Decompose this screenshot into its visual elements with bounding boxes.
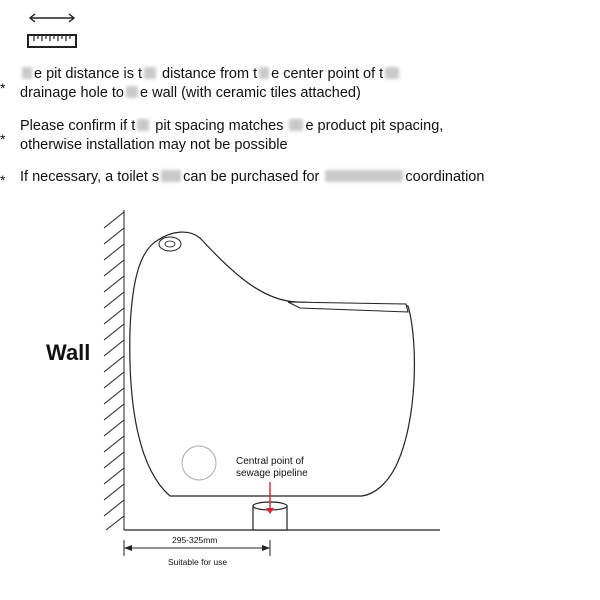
toilet-installation-diagram bbox=[103, 210, 440, 556]
note-text: e wall (with ceramic tiles attached) bbox=[140, 85, 361, 101]
side-cover-circle bbox=[181, 445, 217, 481]
bullet: * bbox=[0, 80, 6, 96]
note-text: e product pit spacing, bbox=[305, 118, 444, 134]
bullet: * bbox=[0, 131, 6, 147]
note-text: e pit distance is t bbox=[34, 66, 142, 82]
pipeline-label: Central point of sewage pipeline bbox=[236, 456, 308, 480]
wall-label: Wall bbox=[46, 340, 91, 365]
redacted-text bbox=[325, 170, 404, 182]
note-text: can be purchased for bbox=[183, 169, 320, 185]
note-text: distance from t bbox=[162, 66, 258, 82]
note-text: otherwise installation may not be possib… bbox=[20, 137, 288, 153]
redacted-text bbox=[161, 170, 182, 182]
note-text: drainage hole to bbox=[20, 85, 124, 101]
pipeline-label-line-1: Central point of bbox=[236, 456, 304, 467]
redacted-text bbox=[289, 119, 304, 131]
note-text: Please confirm if t bbox=[20, 118, 136, 134]
pipeline-label-line-2: sewage pipeline bbox=[236, 468, 308, 479]
dimension-label: 295-325mm bbox=[172, 535, 218, 545]
ruler-arrow-icon bbox=[27, 13, 77, 48]
toilet-outline bbox=[129, 231, 416, 497]
note-text: e center point of t bbox=[271, 66, 384, 82]
note-text: If necessary, a toilet s bbox=[20, 169, 160, 185]
dimension-arrow-left bbox=[124, 545, 132, 551]
note-text: coordination bbox=[405, 169, 485, 185]
redacted-text bbox=[385, 67, 400, 79]
redacted-text bbox=[126, 86, 138, 98]
redacted-text bbox=[137, 119, 150, 131]
redacted-text bbox=[259, 67, 270, 79]
wall-hatch bbox=[103, 210, 125, 531]
bullet: * bbox=[0, 172, 6, 188]
control-button-inner bbox=[164, 240, 176, 248]
redacted-text bbox=[144, 67, 156, 79]
pipeline-pointer-head bbox=[266, 508, 274, 514]
note-text: pit spacing matches bbox=[155, 118, 284, 134]
dimension-arrow-right bbox=[262, 545, 270, 551]
suitable-label: Suitable for use bbox=[168, 557, 228, 567]
control-button-icon bbox=[158, 236, 182, 252]
redacted-text bbox=[22, 67, 32, 79]
toilet-lid bbox=[287, 301, 409, 313]
